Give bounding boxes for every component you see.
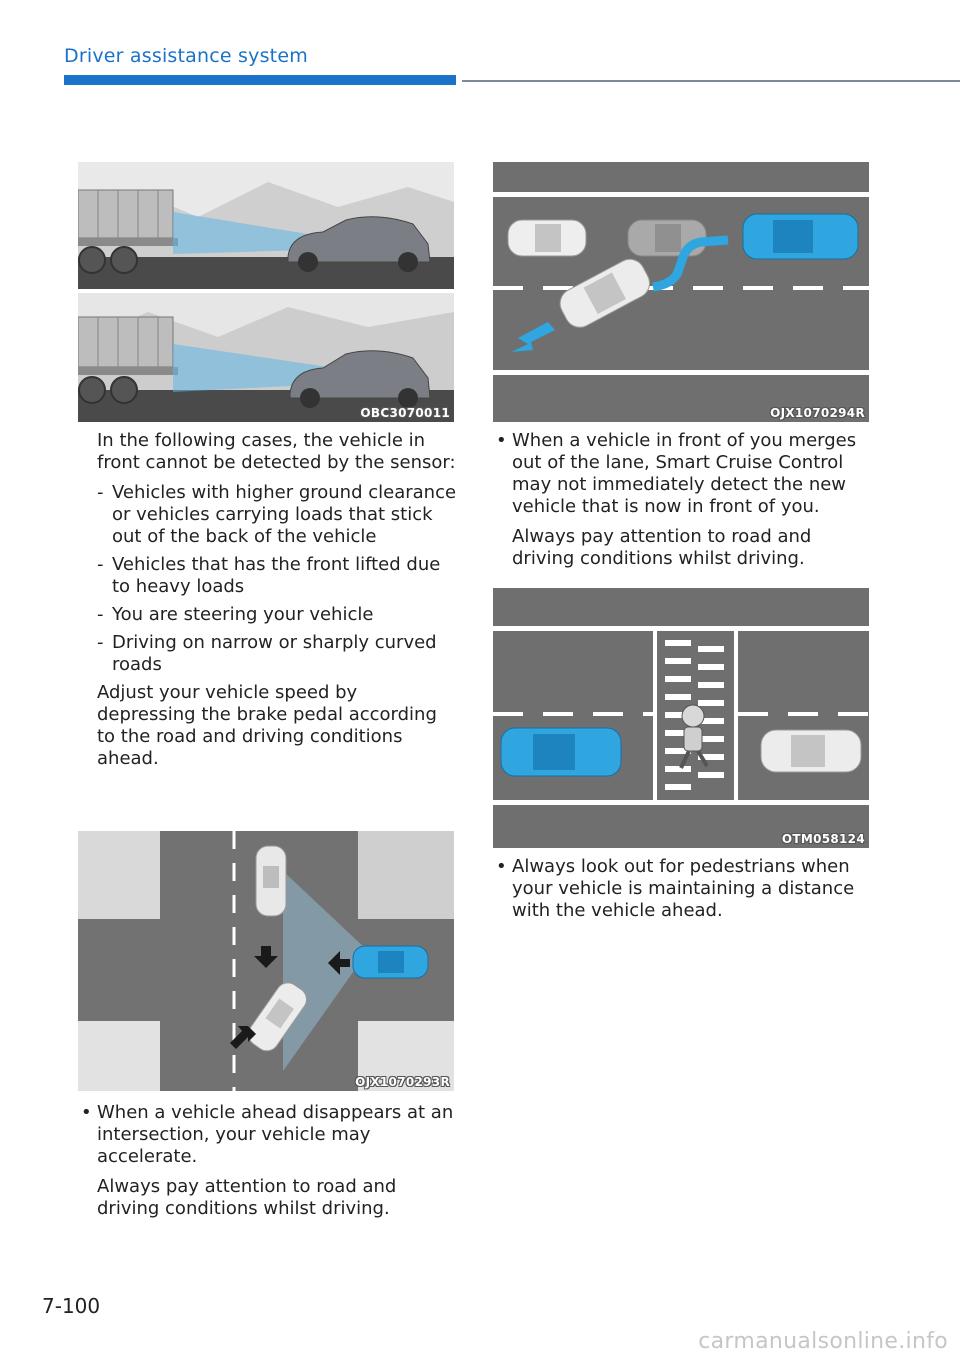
- list-item: -Driving on narrow or sharply curved roa…: [97, 632, 457, 676]
- header-accent-bar: [64, 75, 456, 85]
- caution-note: Always pay attention to road and driving…: [97, 1176, 397, 1219]
- figure-code: OTM058124: [781, 832, 865, 846]
- figure-truck-sensor: OBC3070011: [78, 162, 454, 422]
- bullet-marker: •: [496, 856, 507, 877]
- figure-code: OBC3070011: [360, 406, 450, 420]
- figure-lane-merge: OJX1070294R: [493, 162, 869, 422]
- list-item-text: Driving on narrow or sharply curved road…: [112, 632, 437, 675]
- left-bullet-block: •When a vehicle ahead disappears at an i…: [81, 1102, 459, 1220]
- dash-marker: -: [97, 632, 104, 653]
- figure-intersection: OJX1070293R: [78, 831, 454, 1091]
- list-item: •When a vehicle in front of you merges o…: [496, 430, 868, 518]
- watermark: carmanualsonline.info: [698, 1329, 948, 1354]
- right-bullet-block: •When a vehicle in front of you merges o…: [496, 430, 868, 570]
- left-text-block: In the following cases, the vehicle in f…: [97, 430, 457, 778]
- bullet-marker: •: [81, 1102, 92, 1123]
- list-item: -Vehicles with higher ground clearance o…: [97, 482, 457, 548]
- header-rule: [462, 80, 960, 82]
- caution-note: Always pay attention to road and driving…: [512, 526, 812, 569]
- figure-code: OJX1070294R: [770, 406, 865, 420]
- page-number: 7-100: [42, 1294, 101, 1318]
- list-item-text: Always look out for pedestrians when you…: [512, 856, 855, 921]
- list-item-text: When a vehicle ahead disappears at an in…: [97, 1102, 454, 1167]
- dash-marker: -: [97, 604, 104, 625]
- list-item: •When a vehicle ahead disappears at an i…: [81, 1102, 459, 1168]
- intro-text: In the following cases, the vehicle in f…: [97, 430, 456, 473]
- list-item: -Vehicles that has the front lifted due …: [97, 554, 457, 598]
- list-item-text: Vehicles with higher ground clearance or…: [112, 482, 457, 547]
- list-item: -You are steering your vehicle: [97, 604, 457, 626]
- list-item-text: When a vehicle in front of you merges ou…: [512, 430, 857, 517]
- adjust-note: Adjust your vehicle speed by depressing …: [97, 682, 437, 769]
- list-item-text: You are steering your vehicle: [112, 604, 374, 625]
- dash-marker: -: [97, 482, 104, 503]
- figure-code: OJX1070293R: [355, 1075, 450, 1089]
- section-title: Driver assistance system: [64, 45, 308, 67]
- dash-marker: -: [97, 554, 104, 575]
- list-item: •Always look out for pedestrians when yo…: [496, 856, 868, 922]
- bullet-marker: •: [496, 430, 507, 451]
- right-bullet-block-2: •Always look out for pedestrians when yo…: [496, 856, 868, 930]
- list-item-text: Vehicles that has the front lifted due t…: [112, 554, 441, 597]
- figure-pedestrian: OTM058124: [493, 588, 869, 848]
